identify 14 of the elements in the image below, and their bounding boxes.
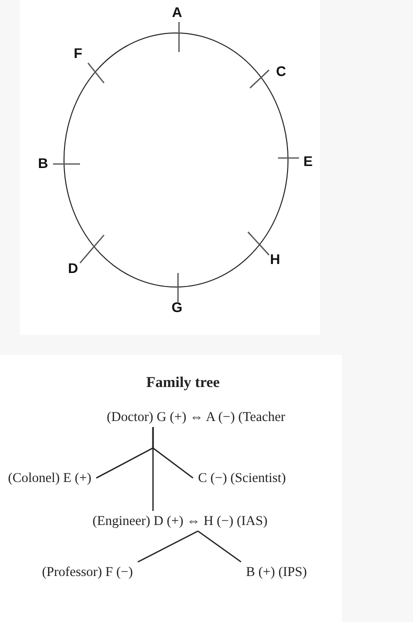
family-member-text: B (+) (IPS) xyxy=(241,562,312,582)
family-member-text: (Doctor) G (+) ⇔ A (−) (Teacher xyxy=(102,406,290,428)
tree-line xyxy=(152,427,154,511)
family-member-text: (Professor) F (−) xyxy=(37,562,138,582)
seat-label: A xyxy=(172,5,182,19)
tree-line xyxy=(138,530,198,562)
seat-label: B xyxy=(38,156,48,170)
family-member-text: (Engineer) D (+) ⇔ H (−) (IAS) xyxy=(88,510,272,532)
tree-title: Family tree xyxy=(146,374,220,392)
tree-line xyxy=(198,530,242,562)
seat-label: G xyxy=(172,300,182,314)
family-member-text: C (−) (Scientist) xyxy=(193,468,291,488)
seat-label: E xyxy=(303,154,313,168)
family-member-text: (Colonel) E (+) xyxy=(3,468,96,488)
